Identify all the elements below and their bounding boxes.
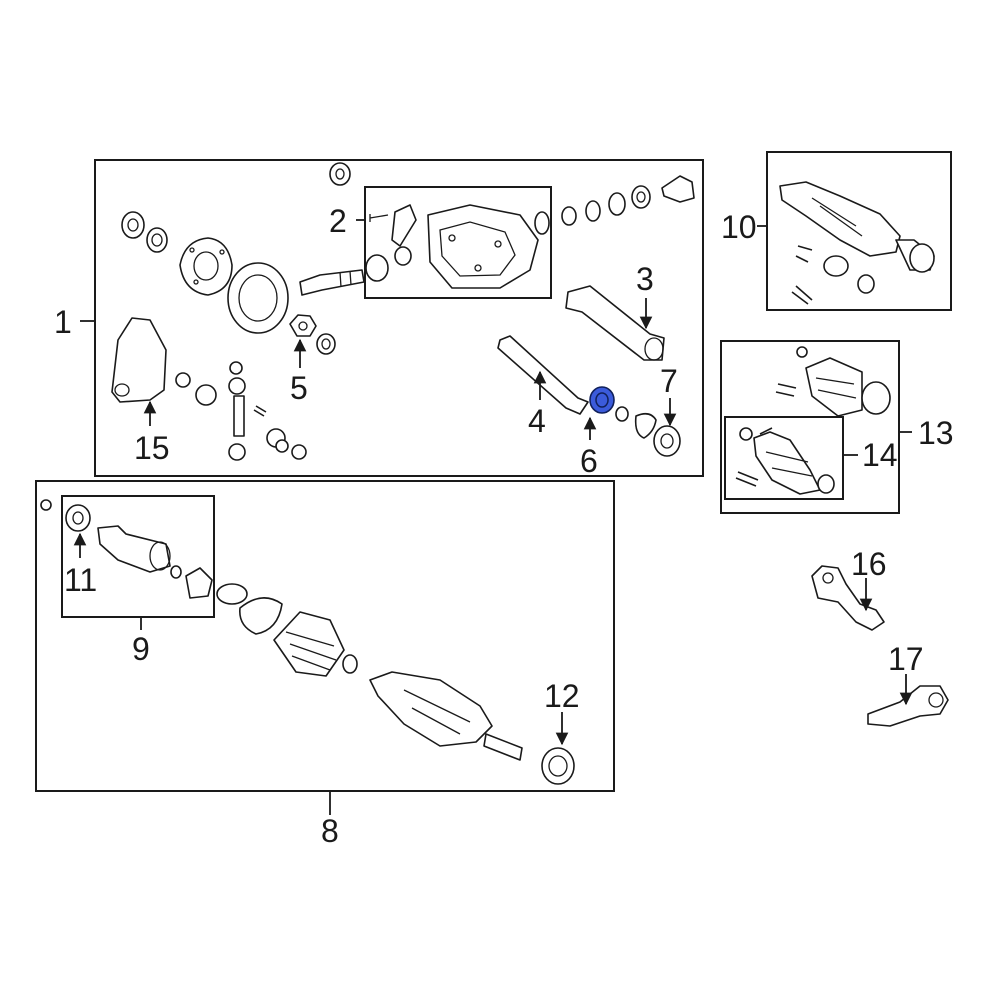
group-box-boot-kit [720,340,900,514]
group-box-differential [94,159,704,477]
group-box-carrier-mount [364,186,552,299]
group-box-inner-boot-kit [724,416,844,500]
callout-8: 8 [321,813,339,849]
callout-16: 16 [851,546,887,582]
differential-parts-drawing [111,162,695,461]
callout-9: 9 [132,631,150,667]
knuckle-arm-17-drawing [867,685,949,727]
callout-12: 12 [544,678,580,714]
group-box-inner-joint [61,495,215,618]
callout-3: 3 [636,261,654,297]
callout-15: 15 [134,430,170,466]
group-box-outer-cv-assembly [766,151,952,311]
callout-1: 1 [54,304,72,340]
callout-10: 10 [721,209,757,245]
knuckle-arm-16-drawing [811,565,885,631]
axle-shaft-parts-drawing [40,499,575,785]
callout-labels: 1 2 3 4 5 6 7 8 9 10 11 12 13 14 15 16 1… [54,203,954,849]
boot-kit-drawing [735,346,891,495]
part-6-highlighted [589,386,615,414]
callout-4: 4 [528,403,546,439]
callout-11: 11 [64,562,97,598]
callout-5: 5 [290,370,308,406]
group-box-axle-shaft [35,480,615,792]
outer-cv-assembly-drawing [779,181,935,305]
callout-14: 14 [862,437,898,473]
callout-6: 6 [580,443,598,479]
callout-13: 13 [918,415,954,451]
callout-17: 17 [888,641,924,677]
callout-2: 2 [329,203,347,239]
leader-lines [73,219,913,815]
callout-7: 7 [660,363,678,399]
